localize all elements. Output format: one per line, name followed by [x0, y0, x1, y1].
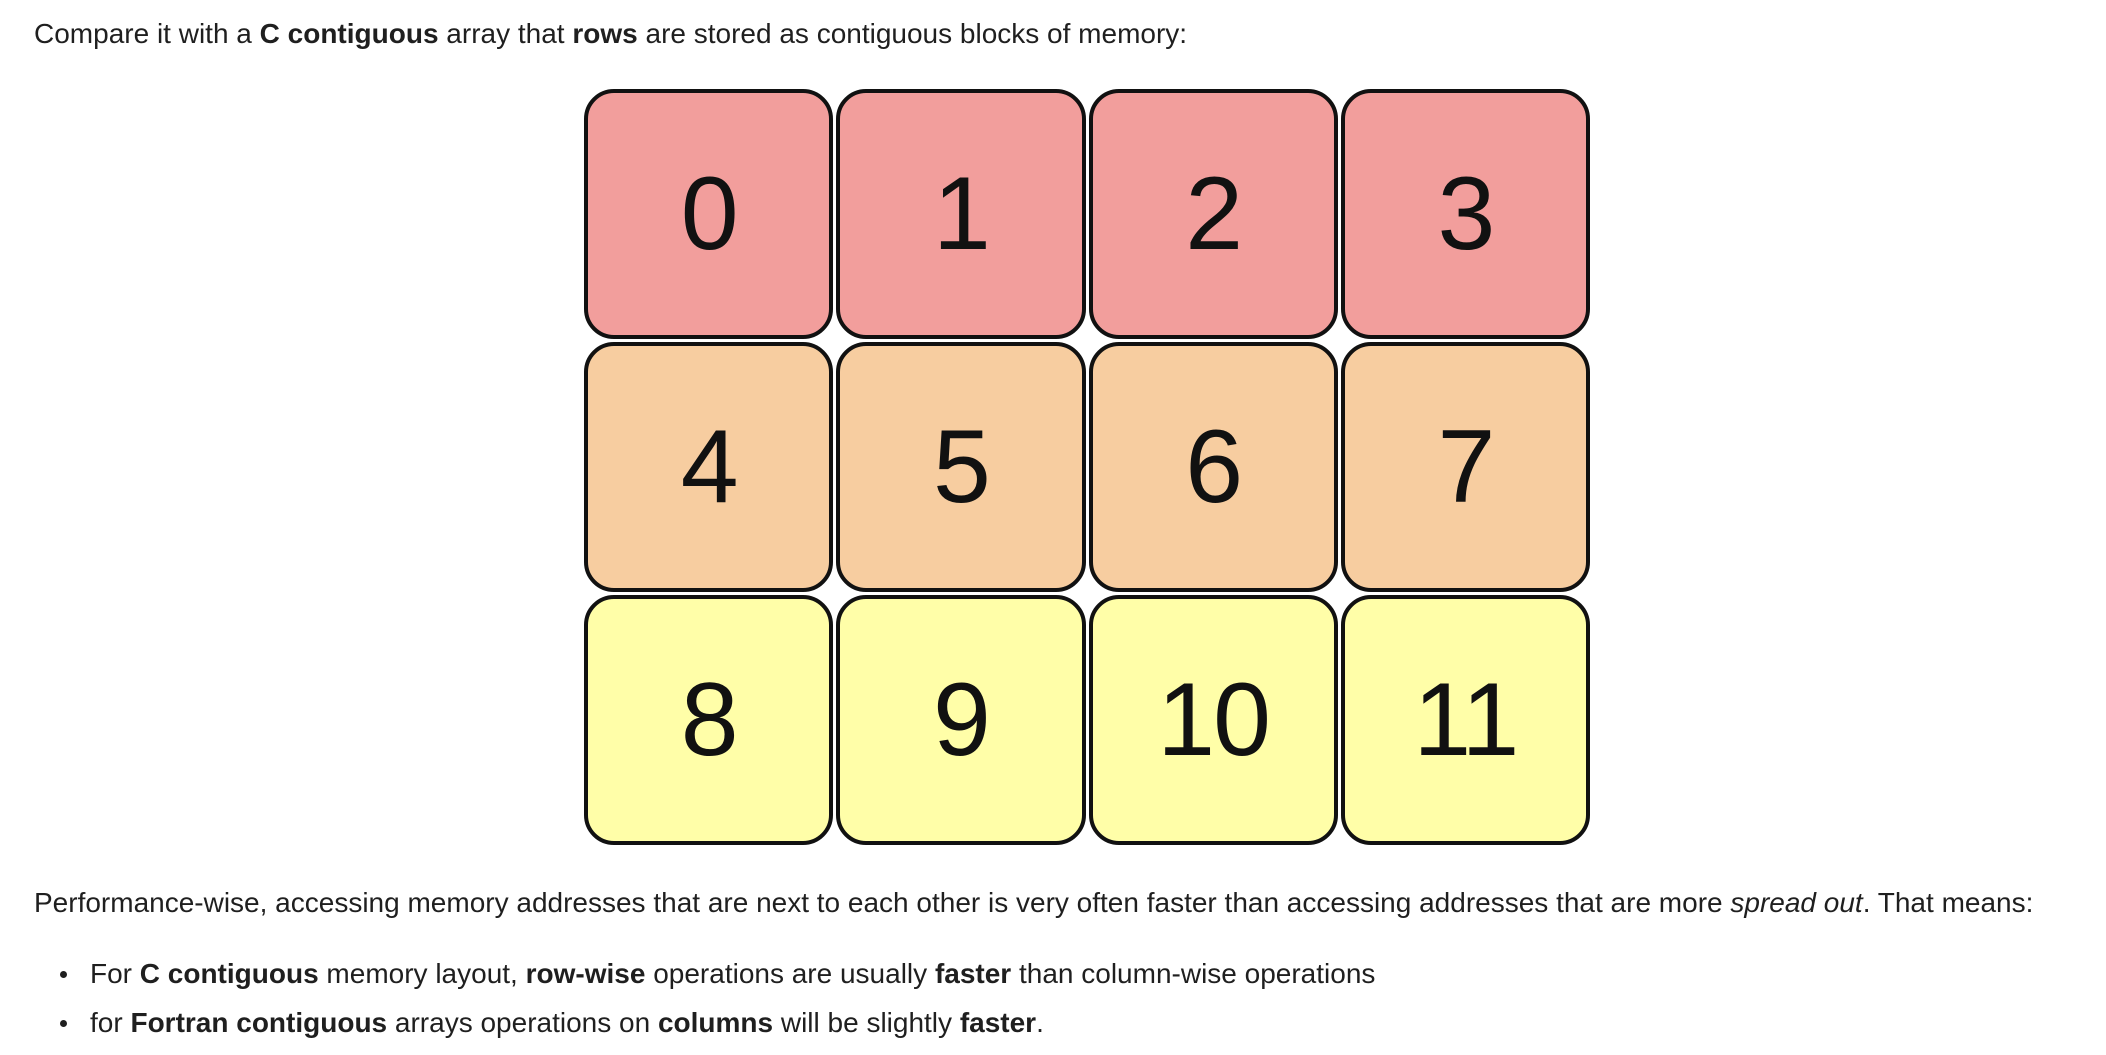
bullet-text: memory layout, [318, 958, 526, 989]
bullet-text: operations are usually [645, 958, 935, 989]
array-cell: 3 [1340, 89, 1590, 339]
bullet-text: For [90, 958, 140, 989]
bullet-list: For C contiguous memory layout, row-wise… [34, 957, 1375, 1055]
array-cell: 10 [1088, 595, 1338, 845]
bullet-bold: faster [934, 958, 1012, 989]
bullet-icon [60, 971, 67, 978]
array-cell: 1 [836, 89, 1086, 339]
array-cell: 2 [1088, 89, 1338, 339]
c-contiguous-array-figure: 0 1 2 3 4 5 6 7 8 9 10 11 [584, 89, 1590, 845]
intro-paragraph: Compare it with a C contiguous array tha… [34, 17, 1187, 51]
list-item: for Fortran contiguous arrays operations… [34, 1006, 1375, 1040]
bullet-bold: Fortran contiguous [130, 1007, 388, 1038]
intro-text: are stored as contiguous blocks of memor… [637, 18, 1188, 49]
bullet-text: will be slightly [773, 1007, 960, 1038]
bullet-icon [60, 1020, 67, 1027]
performance-italic-spread-out: spread out [1730, 887, 1863, 918]
performance-text: Performance-wise, accessing memory addre… [34, 887, 1731, 918]
array-cell: 11 [1340, 595, 1590, 845]
bullet-bold: faster [959, 1007, 1037, 1038]
array-cell: 6 [1088, 342, 1338, 592]
array-cell: 0 [584, 89, 834, 339]
intro-bold-rows: rows [572, 18, 638, 49]
list-item: For C contiguous memory layout, row-wise… [34, 957, 1375, 991]
bullet-text: for [90, 1007, 131, 1038]
intro-text: array that [438, 18, 573, 49]
bullet-bold: columns [657, 1007, 774, 1038]
bullet-bold: row-wise [525, 958, 646, 989]
array-cell: 5 [836, 342, 1086, 592]
performance-text: . That means: [1862, 887, 2034, 918]
array-cell: 8 [584, 595, 834, 845]
array-cell: 9 [836, 595, 1086, 845]
intro-text: Compare it with a [34, 18, 260, 49]
array-cell: 4 [584, 342, 834, 592]
bullet-text: arrays operations on [387, 1007, 658, 1038]
performance-paragraph: Performance-wise, accessing memory addre… [34, 886, 2033, 920]
array-cell: 7 [1340, 342, 1590, 592]
bullet-bold: C contiguous [139, 958, 319, 989]
bullet-text: . [1036, 1007, 1044, 1038]
bullet-text: than column-wise operations [1011, 958, 1376, 989]
intro-bold-c-contiguous: C contiguous [259, 18, 439, 49]
